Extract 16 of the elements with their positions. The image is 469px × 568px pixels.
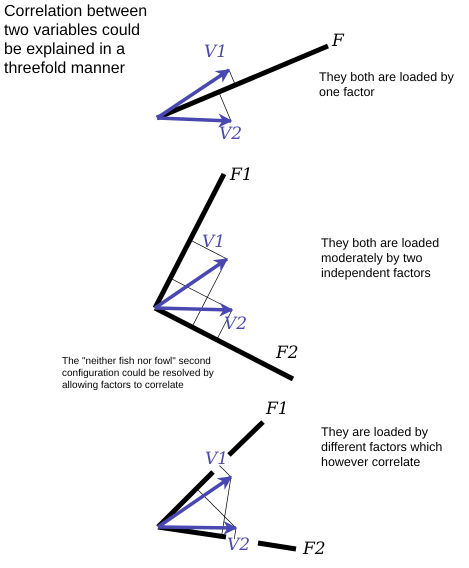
symbol-label: F [332, 33, 344, 50]
symbol-label: V1 [204, 44, 228, 61]
note-text: They are loaded by different factors which however correlate [321, 425, 444, 470]
symbol-label: F2 [276, 345, 299, 362]
symbol-label: V2 [219, 126, 242, 143]
symbol-label: F2 [303, 541, 326, 558]
symbol-label: V1 [202, 234, 226, 251]
symbol-label: V1 [205, 451, 228, 468]
note-text: They both are loaded moderately by two independent factors [321, 236, 440, 281]
title: Correlation between two variables could be explained in a threefold manner [4, 2, 148, 78]
note-text: The "neither fish nor fowl" second configuration could be resolved by allowing factors to correlate [62, 356, 215, 392]
symbol-label: V2 [227, 537, 250, 554]
symbol-label: V2 [224, 316, 248, 333]
symbol-label: F1 [266, 401, 289, 418]
symbol-label: F1 [230, 167, 253, 184]
note-text: They both are loaded by one factor [319, 70, 455, 100]
